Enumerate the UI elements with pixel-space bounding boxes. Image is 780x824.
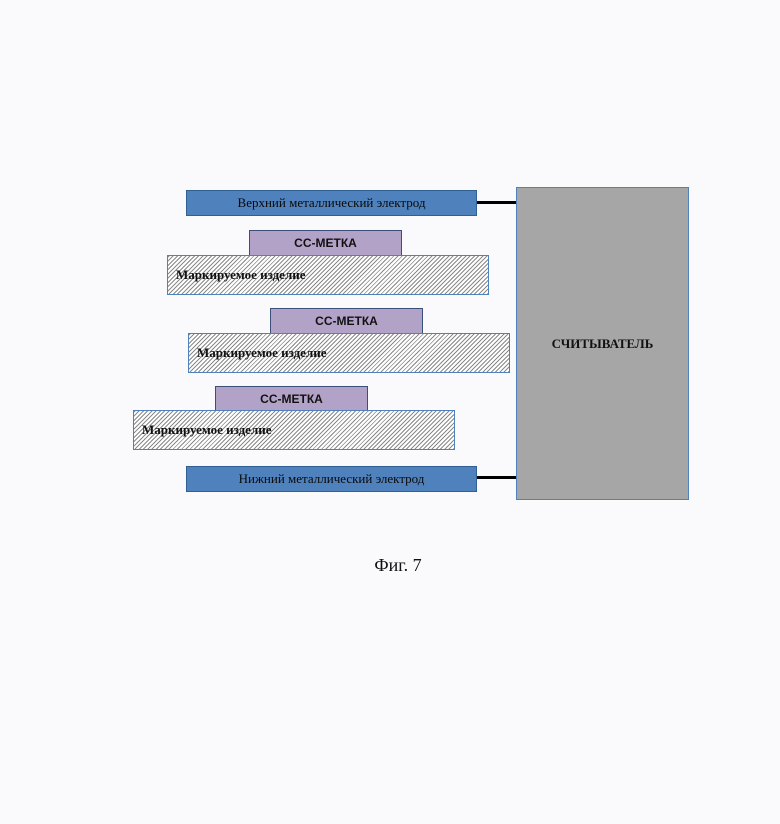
tag-2-label: СС-МЕТКА (315, 314, 378, 328)
reader-box: СЧИТЫВАТЕЛЬ (516, 187, 689, 500)
marked-item-2-label: Маркируемое изделие (197, 345, 327, 361)
tag-1: СС-МЕТКА (249, 230, 402, 256)
tag-3: СС-МЕТКА (215, 386, 368, 412)
bottom-electrode: Нижний металлический электрод (186, 466, 477, 492)
marked-item-2: Маркируемое изделие (188, 333, 510, 373)
marked-item-3: Маркируемое изделие (133, 410, 455, 450)
reader-label: СЧИТЫВАТЕЛЬ (552, 336, 654, 352)
bottom-electrode-label: Нижний металлический электрод (239, 471, 425, 487)
tag-2: СС-МЕТКА (270, 308, 423, 334)
figure-caption: Фиг. 7 (0, 555, 780, 576)
bottom-electrode-wire (477, 476, 516, 479)
top-electrode-label: Верхний металлический электрод (238, 195, 426, 211)
marked-item-1: Маркируемое изделие (167, 255, 489, 295)
tag-3-label: СС-МЕТКА (260, 392, 323, 406)
top-electrode-wire (477, 201, 516, 204)
tag-1-label: СС-МЕТКА (294, 236, 357, 250)
marked-item-3-label: Маркируемое изделие (142, 422, 272, 438)
marked-item-1-label: Маркируемое изделие (176, 267, 306, 283)
top-electrode: Верхний металлический электрод (186, 190, 477, 216)
